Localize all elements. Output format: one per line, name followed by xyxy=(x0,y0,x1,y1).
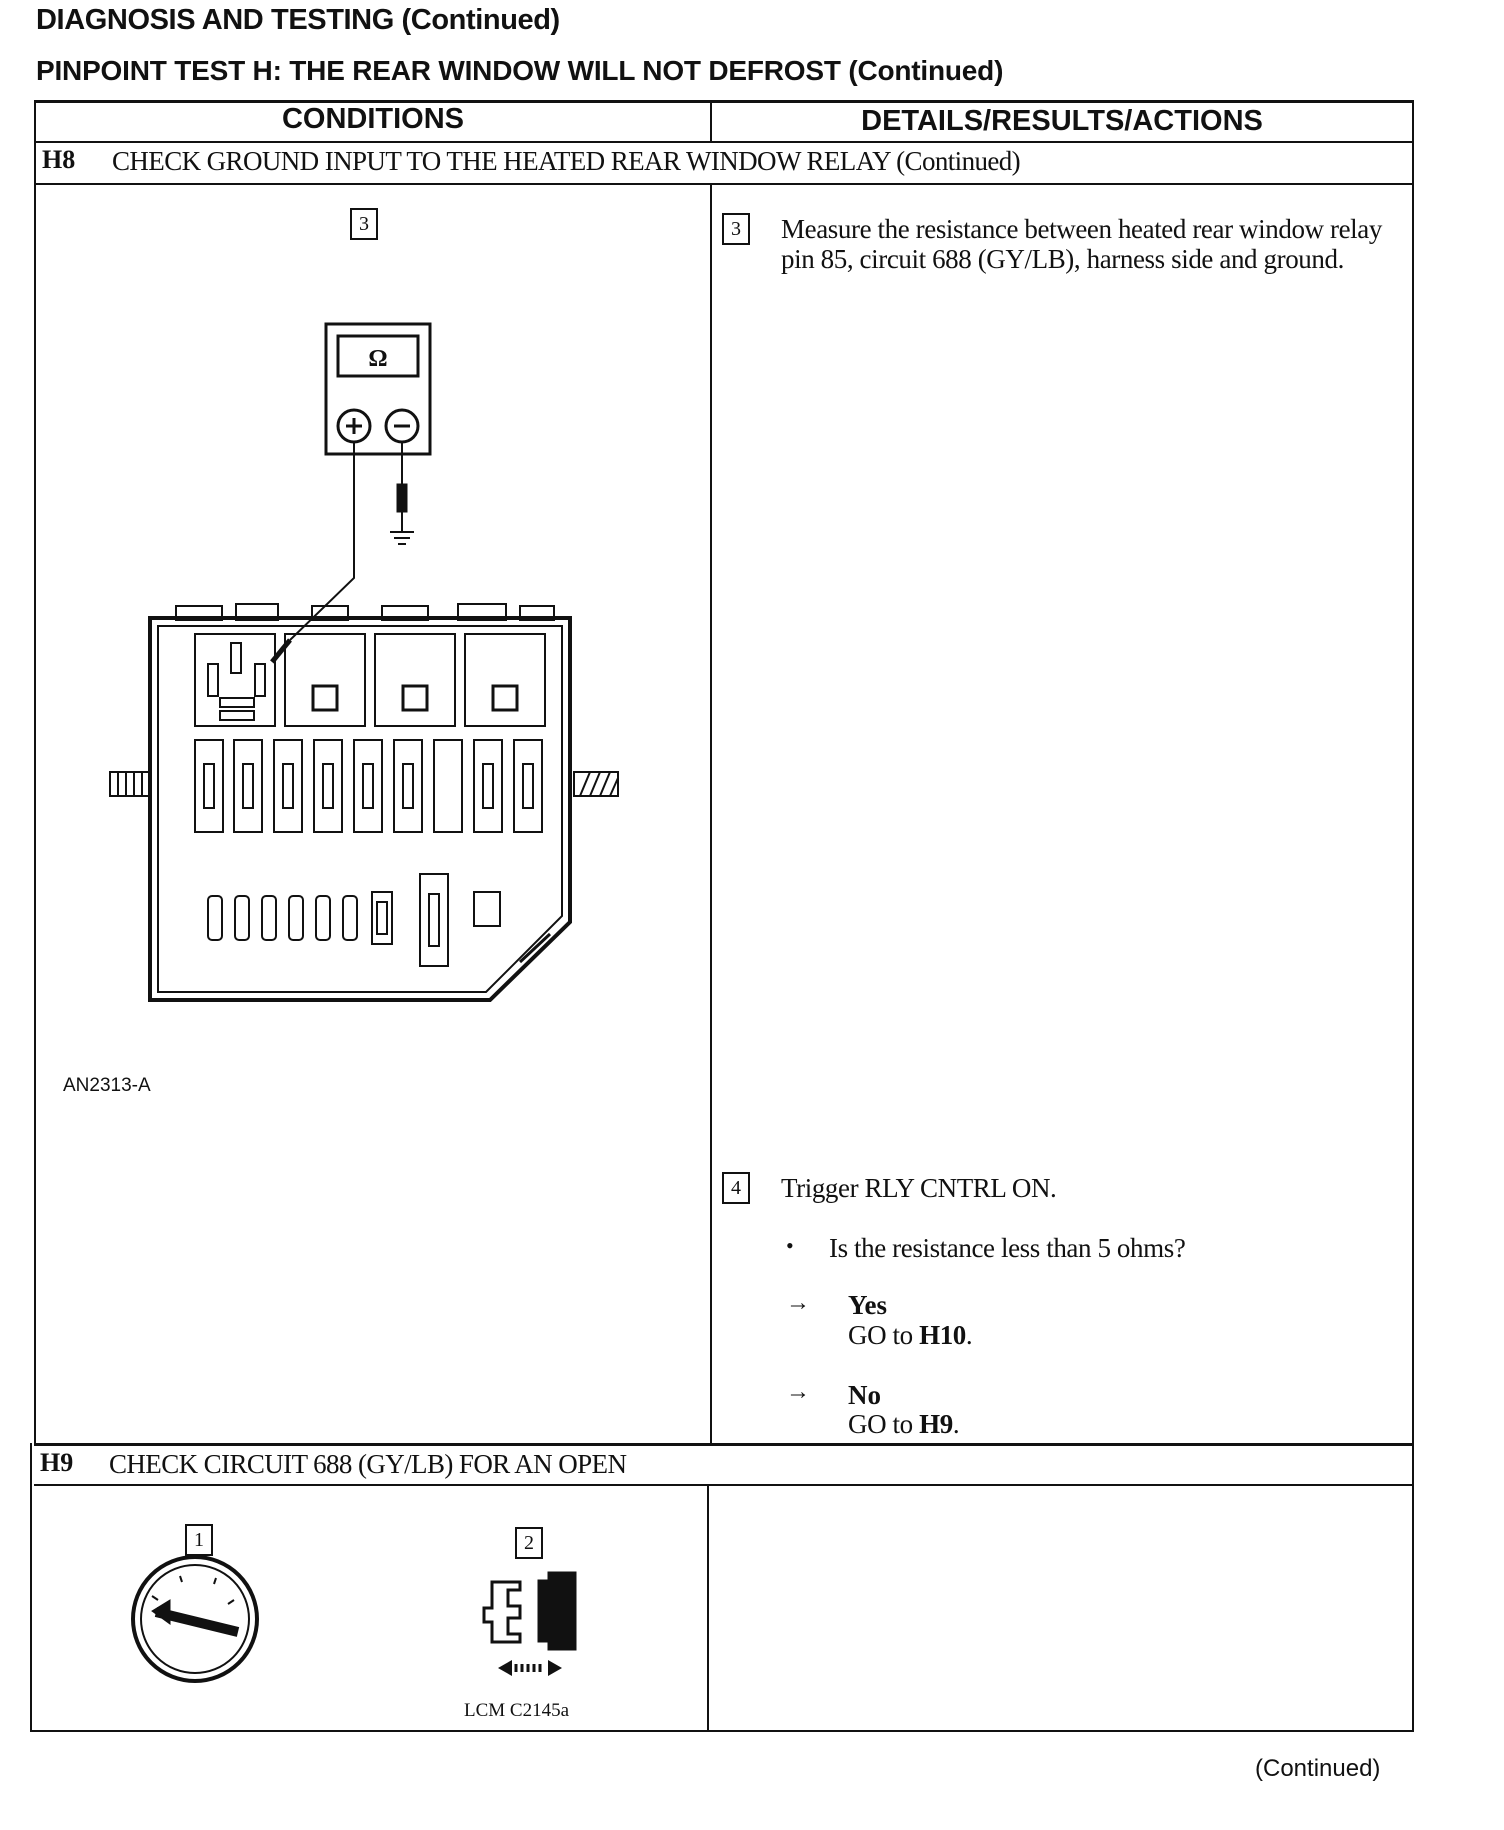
relay-box xyxy=(148,603,572,1002)
relay-socket-1 xyxy=(194,633,276,727)
connector-label: LCM C2145a xyxy=(464,1700,570,1721)
goto-h9-link[interactable]: H9 xyxy=(919,1409,953,1439)
question-bullet: • xyxy=(786,1233,794,1258)
step-title-h8: CHECK GROUND INPUT TO THE HEATED REAR WI… xyxy=(112,146,1021,176)
ignition-switch-icon xyxy=(131,1555,259,1683)
connector-disconnect-icon xyxy=(482,1571,577,1676)
ohm-symbol: Ω xyxy=(368,346,387,372)
ground-symbol xyxy=(390,531,414,545)
figure-step-number: 3 xyxy=(350,208,378,240)
figure-step-number-1: 1 xyxy=(185,1524,213,1556)
section-title: DIAGNOSIS AND TESTING (Continued) xyxy=(36,4,560,36)
continued-footer: (Continued) xyxy=(1255,1755,1381,1782)
action-text-3: Measure the resistance between heated re… xyxy=(781,214,1382,274)
result-no-action: GO to H9. xyxy=(848,1409,960,1439)
goto-h10-link[interactable]: H10 xyxy=(919,1320,966,1350)
relay-socket-2 xyxy=(284,633,366,727)
result-no-label: No xyxy=(848,1380,881,1410)
result-arrow-no: → xyxy=(786,1378,810,1405)
figure-label: AN2313-A xyxy=(63,1075,151,1096)
large-fuse-row xyxy=(194,739,543,833)
result-yes-action: GO to H10. xyxy=(848,1320,973,1350)
small-fuse-row xyxy=(207,873,501,967)
relay-socket-3 xyxy=(374,633,456,727)
action-step-number-4: 4 xyxy=(722,1172,750,1204)
left-connector xyxy=(109,771,151,797)
question-text: Is the resistance less than 5 ohms? xyxy=(829,1233,1186,1263)
ohmmeter-relay-box-diagram: Ω xyxy=(109,322,619,1002)
ohmmeter-body xyxy=(324,322,432,456)
details-header: DETAILS/RESULTS/ACTIONS xyxy=(861,105,1263,137)
action-text-4: Trigger RLY CNTRL ON. xyxy=(781,1173,1057,1203)
relay-socket-4 xyxy=(464,633,546,727)
ohmmeter-display xyxy=(336,334,420,378)
figure-step-number-2: 2 xyxy=(515,1527,543,1559)
step-id-h8: H8 xyxy=(42,145,76,174)
step-id-h9: H9 xyxy=(40,1448,74,1477)
action-step-number-3: 3 xyxy=(722,213,750,245)
result-arrow-yes: → xyxy=(786,1289,810,1316)
result-yes-label: Yes xyxy=(848,1290,887,1320)
conditions-header: CONDITIONS xyxy=(281,103,465,135)
right-connector xyxy=(573,771,619,797)
step-title-h9: CHECK CIRCUIT 688 (GY/LB) FOR AN OPEN xyxy=(109,1449,627,1479)
pinpoint-test-title: PINPOINT TEST H: THE REAR WINDOW WILL NO… xyxy=(36,55,1004,86)
